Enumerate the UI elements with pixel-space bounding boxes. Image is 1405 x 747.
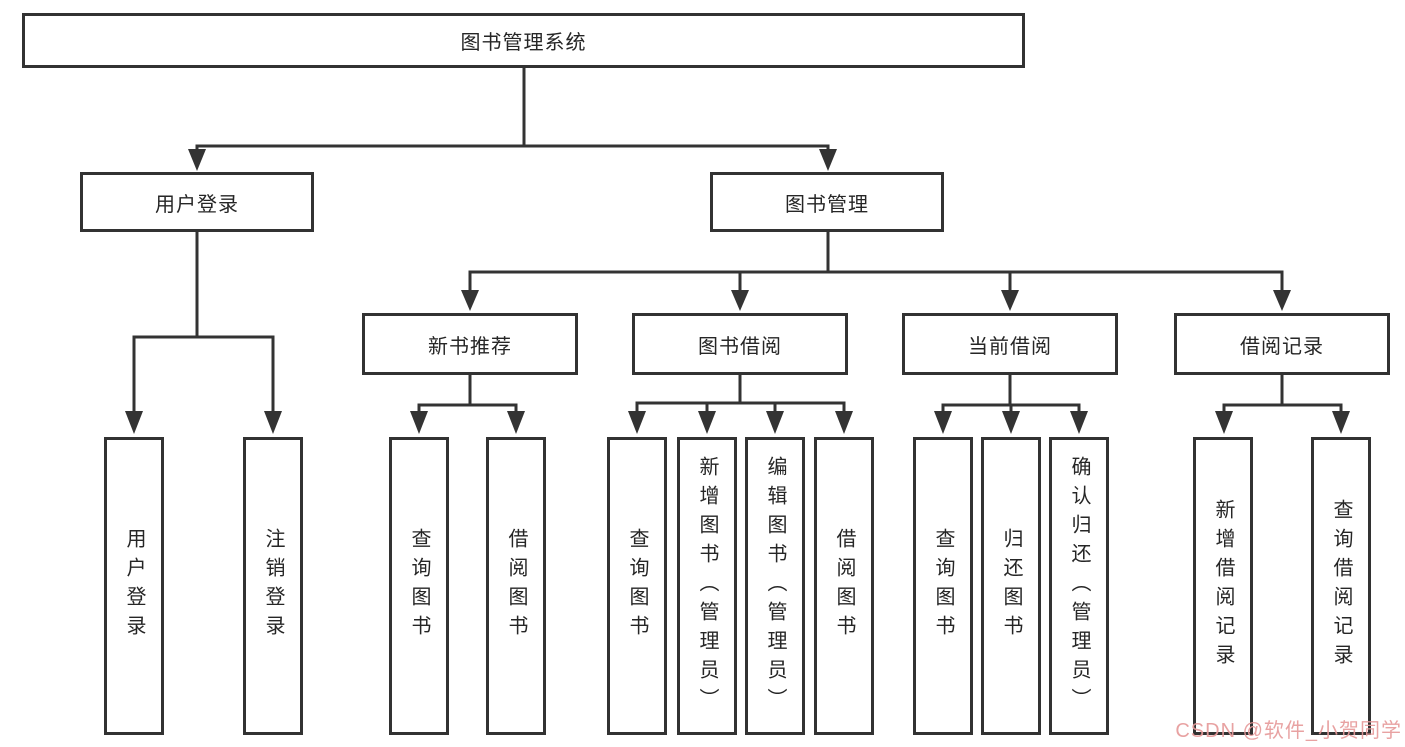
node-label: 借阅图书: [833, 528, 855, 644]
node-label: 用户登录: [155, 193, 239, 216]
leaf-query-books-recommend: 查询图书: [389, 437, 449, 735]
leaf-query-borrow-record: 查询借阅记录: [1311, 437, 1371, 735]
node-current-borrow: 当前借阅: [902, 313, 1118, 375]
node-label: 图书管理: [785, 193, 869, 216]
node-label: 确认归还（管理员）: [1068, 455, 1090, 717]
leaf-logout: 注销登录: [243, 437, 303, 735]
node-label: 当前借阅: [968, 335, 1052, 358]
node-label: 归还图书: [1000, 528, 1022, 644]
node-label: 新增图书（管理员）: [696, 455, 718, 717]
node-book-management: 图书管理: [710, 172, 944, 232]
node-label: 借阅图书: [505, 528, 527, 644]
csdn-watermark: CSDN @软件_小贺同学: [1175, 720, 1402, 742]
node-label: 查询图书: [626, 528, 648, 644]
leaf-query-books-current: 查询图书: [913, 437, 973, 735]
node-label: 注销登录: [262, 528, 284, 644]
leaf-return-books: 归还图书: [981, 437, 1041, 735]
node-book-borrow: 图书借阅: [632, 313, 848, 375]
node-user-login: 用户登录: [80, 172, 314, 232]
node-label: 查询图书: [408, 528, 430, 644]
leaf-add-books-admin: 新增图书（管理员）: [677, 437, 737, 735]
leaf-query-books-borrow: 查询图书: [607, 437, 667, 735]
node-label: 用户登录: [123, 528, 145, 644]
leaf-confirm-return-admin: 确认归还（管理员）: [1049, 437, 1109, 735]
node-label: 借阅记录: [1240, 335, 1324, 358]
leaf-borrow-books-recommend: 借阅图书: [486, 437, 546, 735]
node-label: 新增借阅记录: [1212, 499, 1234, 673]
node-root-library-system: 图书管理系统: [22, 13, 1025, 68]
arrowheads: [125, 149, 1350, 434]
node-label: 查询借阅记录: [1330, 499, 1352, 673]
leaf-edit-books-admin: 编辑图书（管理员）: [745, 437, 805, 735]
node-new-book-recommend: 新书推荐: [362, 313, 578, 375]
node-label: 新书推荐: [428, 335, 512, 358]
node-label: 图书管理系统: [460, 32, 587, 54]
node-borrow-records: 借阅记录: [1174, 313, 1390, 375]
node-label: 图书借阅: [698, 335, 782, 358]
node-label: 查询图书: [932, 528, 954, 644]
leaf-add-borrow-record: 新增借阅记录: [1193, 437, 1253, 735]
leaf-user-login: 用户登录: [104, 437, 164, 735]
leaf-borrow-books: 借阅图书: [814, 437, 874, 735]
node-label: 编辑图书（管理员）: [764, 455, 786, 717]
